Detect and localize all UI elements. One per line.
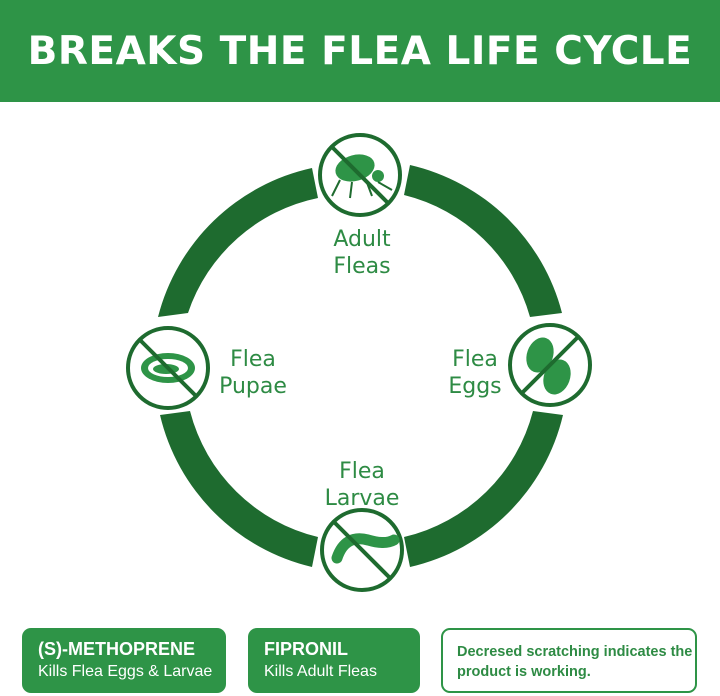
flea-eggs-icon (508, 323, 592, 407)
ingredient-effect: Kills Flea Eggs & Larvae (38, 663, 213, 680)
cycle-arrow-eggs-to-larvae (404, 411, 563, 567)
flea-larva-icon (320, 508, 404, 592)
note-text: Decresed scratching indicates the produc… (457, 644, 693, 680)
cycle-arrow-larvae-to-pupae (160, 411, 318, 567)
ingredient-box-fipronil: FIPRONIL Kills Adult Fleas (248, 628, 420, 693)
header-banner: BREAKS THE FLEA LIFE CYCLE (0, 0, 720, 102)
cycle-arrow-adult-to-eggs (404, 165, 562, 317)
adult-flea-icon (318, 133, 402, 217)
cycle-arrow-pupae-to-adult (158, 168, 318, 317)
ingredient-box-methoprene: (S)-METHOPRENE Kills Flea Eggs & Larvae (22, 628, 226, 693)
page-title: BREAKS THE FLEA LIFE CYCLE (27, 28, 693, 74)
note-box: Decresed scratching indicates the produc… (441, 628, 697, 693)
ingredient-effect: Kills Adult Fleas (264, 663, 377, 680)
ingredient-name: FIPRONIL (264, 639, 348, 659)
flea-pupa-icon (126, 326, 210, 410)
ingredient-name: (S)-METHOPRENE (38, 639, 195, 659)
life-cycle-diagram (126, 133, 592, 592)
